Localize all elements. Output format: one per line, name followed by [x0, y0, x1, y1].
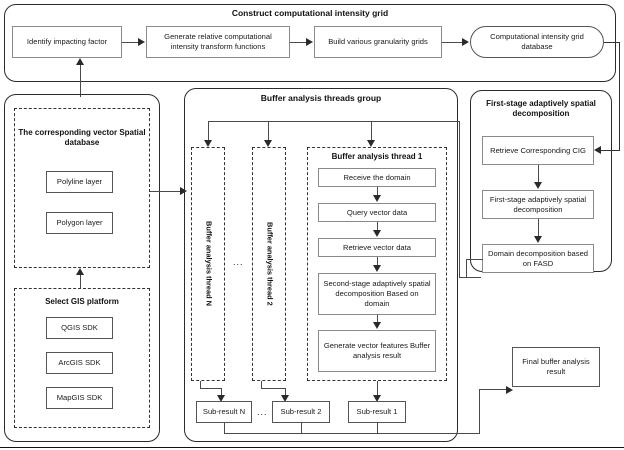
- connector-sub1-down: [377, 423, 379, 434]
- arrowhead-query-to-retrieve: [372, 230, 381, 237]
- panel-construct-cig: [4, 4, 616, 82]
- thread-2-label: Buffer analysis thread 2: [265, 222, 275, 306]
- thread1-step-second-stage-decomposition[interactable]: Second-stage adaptively spatial decompos…: [318, 273, 436, 315]
- connector-fasd-bus-top: [448, 120, 460, 122]
- arrowhead-secondstage-to-generate: [372, 322, 381, 329]
- thread1-step-receive-domain[interactable]: Receive the domain: [318, 168, 436, 187]
- thread1-step-generate-buffer-result[interactable]: Generate vector features Buffer analysis…: [318, 330, 436, 372]
- connector-thread2-out-v2: [285, 388, 287, 397]
- arrowhead-retrieve-to-secondstage: [372, 265, 381, 272]
- arrowhead-feedback-to-identify: [76, 58, 84, 65]
- panel-buffer-threads-group: [184, 88, 458, 442]
- figure-bottom-rule: [0, 447, 624, 449]
- arrowhead-firststage-to-domaindecomp: [533, 236, 542, 243]
- platform-qgis-sdk[interactable]: QGIS SDK: [46, 317, 113, 339]
- thread1-step-query-vector-data[interactable]: Query vector data: [318, 203, 436, 222]
- arrowhead-bus-to-thread-2: [264, 140, 272, 147]
- connector-threadn-out-v2: [221, 388, 223, 397]
- connector-secondstage-to-generate: [376, 315, 378, 325]
- arrowhead-identify-to-generate: [138, 38, 145, 46]
- connector-database-to-threads: [150, 190, 182, 192]
- connector-subresults-merge-bus: [224, 433, 480, 435]
- group-select-gis-platform: [14, 288, 150, 428]
- step-generate-transform-functions[interactable]: Generate relative computational intensit…: [146, 26, 290, 58]
- connector-retrieve-to-secondstage: [376, 257, 378, 268]
- group-vector-spatial-database: [14, 108, 150, 268]
- thread-n-label: Buffer analysis thread N: [204, 221, 214, 307]
- connector-thread2-out-v1: [261, 381, 263, 389]
- panel-first-stage-decomposition-title: First-stage adaptively spatial decomposi…: [486, 99, 596, 118]
- layer-polyline[interactable]: Polyline layer: [46, 171, 113, 193]
- connector-bus-to-thread-2: [268, 120, 270, 143]
- sub-results-ellipsis: ...: [257, 407, 268, 417]
- connector-receive-to-query: [376, 187, 378, 198]
- step-build-granularity-grids[interactable]: Build various granularity grids: [314, 26, 442, 58]
- platform-arcgis-sdk[interactable]: ArcGIS SDK: [46, 352, 113, 374]
- connector-sub2-down: [301, 423, 303, 434]
- arrowhead-merge-to-final: [506, 385, 513, 394]
- arrowhead-build-to-cigdb: [462, 38, 469, 46]
- arrowhead-bus-to-thread-n: [204, 140, 212, 147]
- connector-feedback-up: [80, 64, 82, 97]
- connector-thread2-out-h: [261, 388, 286, 390]
- connector-fasd-bus-vertical: [458, 120, 460, 278]
- connector-cigdb-to-retrievecig: [600, 149, 619, 151]
- connector-merge-to-final: [479, 389, 508, 391]
- connector-platform-to-database: [80, 274, 82, 288]
- panel-construct-cig-title: Construct computational intensity grid: [231, 8, 389, 18]
- layer-polygon[interactable]: Polygon layer: [46, 212, 113, 234]
- panel-vector-spatial: [4, 94, 160, 442]
- connector-fasd-bus-bottom: [458, 276, 481, 278]
- arrowhead-threadn-to-subresult: [217, 395, 225, 402]
- connector-thread1-out: [376, 381, 378, 397]
- connector-identify-to-generate: [122, 41, 139, 43]
- connector-subn-down: [224, 423, 226, 434]
- thread1-step-retrieve-vector-data[interactable]: Retrieve vector data: [318, 238, 436, 257]
- step-cig-database[interactable]: Computational intensity grid database: [470, 26, 604, 58]
- fasd-step-retrieve-cig[interactable]: Retrieve Corresponding CIG: [482, 136, 594, 165]
- connector-threadn-out-v1: [200, 381, 202, 389]
- group-thread-n: [191, 147, 225, 381]
- connector-threadn-out-h: [200, 388, 222, 390]
- threads-ellipsis: ...: [233, 257, 244, 267]
- panel-buffer-threads-group-title: Buffer analysis threads group: [260, 93, 382, 103]
- connector-query-to-retrieve: [376, 222, 378, 233]
- thread-2-label-wrap: Buffer analysis thread 2: [252, 147, 286, 381]
- group-thread-1: [307, 147, 447, 381]
- connector-retrievecig-to-firststage: [537, 165, 539, 185]
- connector-bus-to-thread-n: [208, 120, 210, 143]
- final-buffer-analysis-result[interactable]: Final buffer analysis result: [512, 347, 600, 387]
- group-thread-2: [252, 147, 286, 381]
- connector-domaindecomp-out-v: [466, 258, 468, 278]
- arrowhead-thread2-to-subresult: [281, 395, 289, 402]
- arrowhead-generate-to-build: [306, 38, 313, 46]
- connector-cigdb-down: [618, 41, 620, 151]
- connector-distribution-bus: [208, 120, 448, 122]
- connector-firststage-to-domaindecomp: [537, 219, 539, 239]
- group-select-gis-platform-title: Select GIS platform: [45, 297, 119, 306]
- sub-result-1[interactable]: Sub-result 1: [348, 401, 406, 423]
- thread-n-label-wrap: Buffer analysis thread N: [191, 147, 225, 381]
- connector-domaindecomp-out: [466, 258, 483, 260]
- arrowhead-database-to-threads: [180, 187, 187, 195]
- arrowhead-thread1-to-subresult: [372, 395, 381, 402]
- connector-build-to-cigdb: [442, 41, 463, 43]
- connector-bus-to-thread-1: [371, 120, 373, 143]
- step-identify-impacting-factor[interactable]: Identify impacting factor: [12, 26, 122, 58]
- connector-merge-up: [479, 389, 481, 434]
- arrowhead-retrievecig-to-firststage: [533, 182, 542, 189]
- fasd-step-domain-decomposition[interactable]: Domain decomposition based on FASD: [482, 244, 594, 273]
- arrowhead-platform-to-database: [76, 268, 84, 275]
- sub-result-2[interactable]: Sub-result 2: [272, 401, 330, 423]
- group-vector-spatial-database-title: The corresponding vector Spatial databas…: [18, 128, 146, 147]
- platform-mapgis-sdk[interactable]: MapGIS SDK: [46, 387, 113, 409]
- connector-cigdb-right: [604, 41, 620, 43]
- fasd-step-first-stage-decomposition[interactable]: First-stage adaptively spatial decomposi…: [482, 190, 594, 219]
- arrowhead-cigdb-to-retrievecig: [594, 146, 601, 154]
- connector-generate-to-build: [290, 41, 307, 43]
- sub-result-n[interactable]: Sub-result N: [196, 401, 252, 423]
- group-thread-1-title: Buffer analysis thread 1: [331, 152, 423, 161]
- arrowhead-receive-to-query: [372, 195, 381, 202]
- arrowhead-bus-to-thread-1: [367, 140, 375, 147]
